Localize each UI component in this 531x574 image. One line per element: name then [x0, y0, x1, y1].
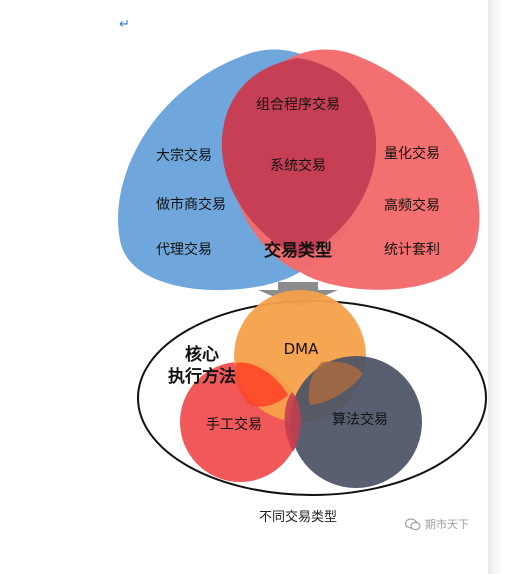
center-title: 交易类型 — [264, 240, 332, 261]
overlap-region — [221, 58, 377, 258]
dma-algo-overlap — [308, 361, 363, 405]
algo-label: 算法交易 — [332, 411, 388, 428]
dma-label: DMA — [284, 340, 319, 358]
wechat-icon — [404, 517, 421, 531]
caption: 不同交易类型 — [259, 509, 337, 525]
watermark-text: 期市天下 — [425, 518, 469, 531]
right-item: 统计套利 — [384, 242, 440, 258]
bottom-title-line2: 执行方法 — [168, 366, 236, 387]
manual-label: 手工交易 — [206, 416, 262, 433]
center-item: 组合程序交易 — [256, 96, 340, 113]
bottom-title-line1: 核心 — [185, 344, 219, 365]
right-item: 高频交易 — [384, 197, 440, 214]
paragraph-mark-icon: ↵ — [119, 17, 130, 32]
left-item: 代理交易 — [156, 241, 212, 258]
manual-algo-overlap — [284, 392, 301, 452]
left-item: 大宗交易 — [156, 147, 212, 164]
watermark: 期市天下 — [404, 516, 469, 532]
page-edge-shadow — [488, 0, 531, 574]
center-item: 系统交易 — [270, 157, 326, 174]
right-item: 量化交易 — [384, 145, 440, 162]
left-item: 做市商交易 — [156, 196, 226, 213]
dma-manual-overlap — [235, 362, 288, 407]
